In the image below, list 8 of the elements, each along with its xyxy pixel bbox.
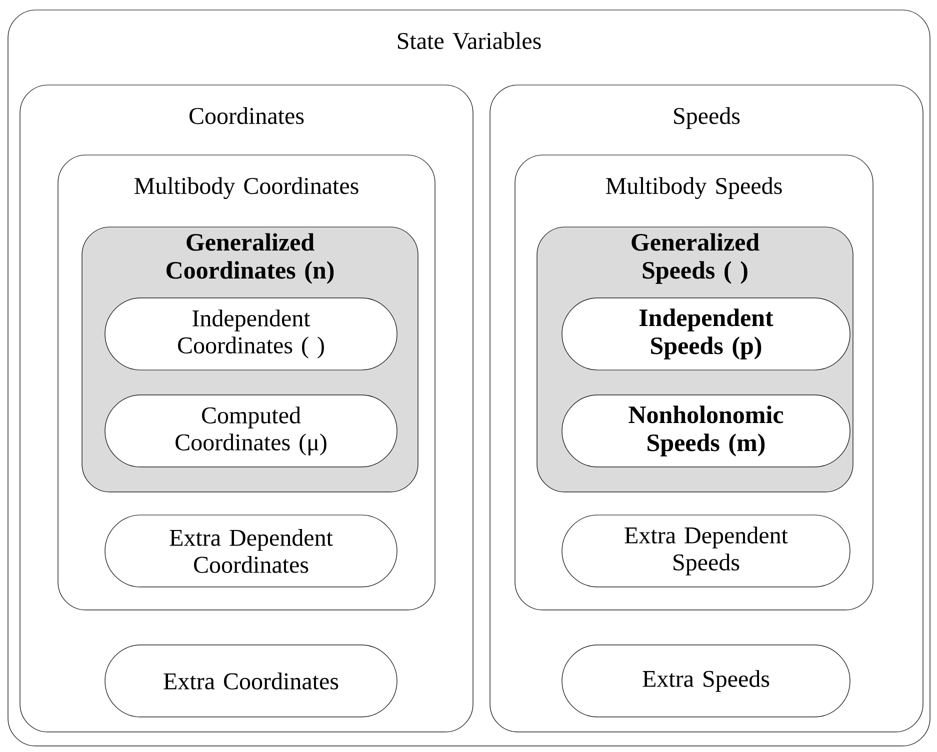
- rounded-box: Independent Coordinates ( ): [104, 298, 398, 370]
- rounded-box: Extra Coordinates: [104, 644, 398, 718]
- rounded-box: Nonholonomic Speeds (m): [562, 394, 850, 468]
- rounded-box: Computed Coordinates (μ): [104, 394, 398, 468]
- rounded-box: Extra Speeds: [562, 644, 850, 718]
- rounded-box: Extra Dependent Coordinates: [104, 514, 398, 588]
- rounded-box: Extra Dependent Speeds: [562, 514, 850, 588]
- rounded-box: Independent Speeds (p): [562, 298, 850, 370]
